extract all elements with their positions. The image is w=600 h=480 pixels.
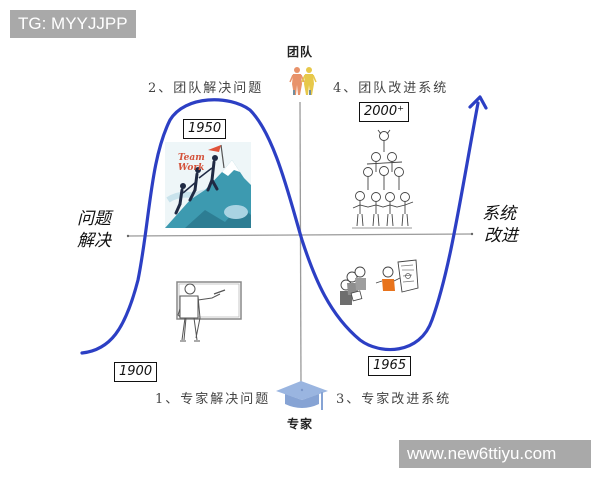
axis-label-problem-solving-line1: 问题 [77, 209, 111, 229]
axis-label-problem-solving-line2: 解决 [77, 231, 111, 251]
team-work-text-1: Team [178, 153, 205, 163]
axis-label-system-improvement: 系统 改进 [482, 203, 518, 247]
quadrant-label-3: 3、专家改进系统 [336, 392, 452, 407]
watermark-bottom-right: www.new6ttiyu.com [399, 440, 591, 468]
year-badge-1950: 1950 [183, 119, 227, 139]
axis-label-problem-solving: 问题 解决 [77, 208, 111, 252]
quadrant-label-2: 2、团队解决问题 [148, 81, 264, 96]
graduation-cap-icon [276, 381, 328, 410]
watermark-top-left: TG: MYYJJPP [10, 10, 136, 38]
teacher-illustration [176, 281, 242, 342]
quadrant-label-4: 4、团队改进系统 [333, 81, 449, 96]
quadrant-label-1: 1、专家解决问题 [155, 392, 271, 407]
evolution-curve [80, 95, 488, 355]
axis-label-team: 团队 [287, 45, 314, 59]
consultant-illustration [340, 259, 419, 305]
year-badge-1900: 1900 [114, 362, 158, 382]
year-badge-2000-plus: 2000⁺ [359, 102, 409, 122]
axis-label-system-improvement-line2: 改进 [484, 226, 518, 246]
two-people-team-icon [289, 67, 317, 95]
axis-label-system-improvement-line1: 系统 [482, 204, 516, 224]
team-work-text-2: Work [178, 163, 204, 173]
human-pyramid-illustration [352, 129, 414, 229]
axis-label-expert: 专家 [287, 417, 314, 431]
team-work-illustration [165, 142, 251, 228]
year-badge-1965: 1965 [368, 356, 412, 376]
